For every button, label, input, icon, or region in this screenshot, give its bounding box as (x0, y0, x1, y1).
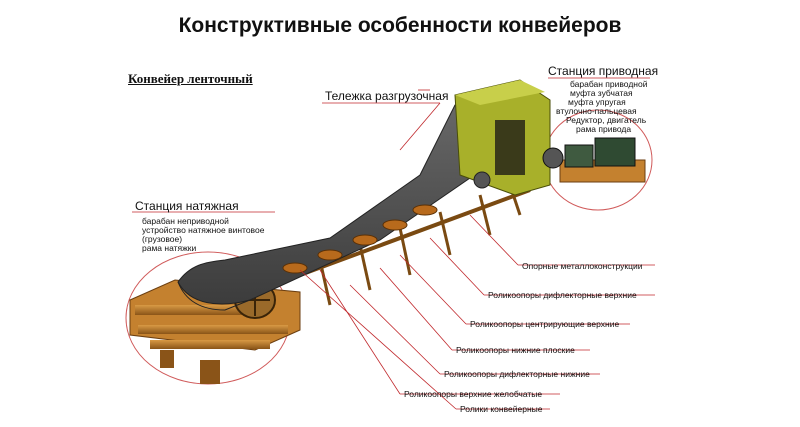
callout-label: Роликоопоры центрирующие верхние (470, 319, 620, 329)
tension-item: устройство натяжное винтовое (142, 225, 265, 235)
callout-label: Опорные металлоконструкции (522, 261, 643, 271)
idler-rollers (282, 204, 438, 274)
callout-label: Ролики конвейерные (460, 404, 543, 414)
leader-lines (132, 77, 655, 410)
tension-station-title: Станция натяжная (135, 199, 239, 213)
callout-label: Роликоопоры дифлекторные нижние (444, 369, 590, 379)
drive-station-block: Станция приводная (548, 64, 658, 78)
drive-item: втулочно-пальцевая (556, 106, 637, 116)
tension-item: рама натяжки (142, 243, 197, 253)
drive-station-title: Станция приводная (548, 64, 659, 78)
callout-label: Роликоопоры дифлекторные верхние (488, 290, 637, 300)
callout-label: Роликоопоры нижние плоские (456, 345, 575, 355)
trolley-label: Тележка разгрузочная (325, 89, 449, 103)
drive-item: муфта зубчатая (570, 88, 633, 98)
drive-unit (542, 137, 646, 183)
callout-label: Роликоопоры верхние желобчатые (404, 389, 543, 399)
tension-item: (грузовое) (142, 234, 183, 244)
diagram-subtitle: Конвейер ленточный (128, 71, 253, 86)
drive-item: барабан приводной (570, 79, 648, 89)
unloading-trolley (454, 79, 551, 196)
drive-item: муфта упругая (568, 97, 626, 107)
drive-item: Редуктор, двигатель (566, 115, 647, 125)
tension-item: барабан неприводной (142, 216, 229, 226)
drive-item: рама привода (576, 124, 632, 134)
diagram-title: Конструктивные особенности конвейеров (178, 14, 622, 37)
